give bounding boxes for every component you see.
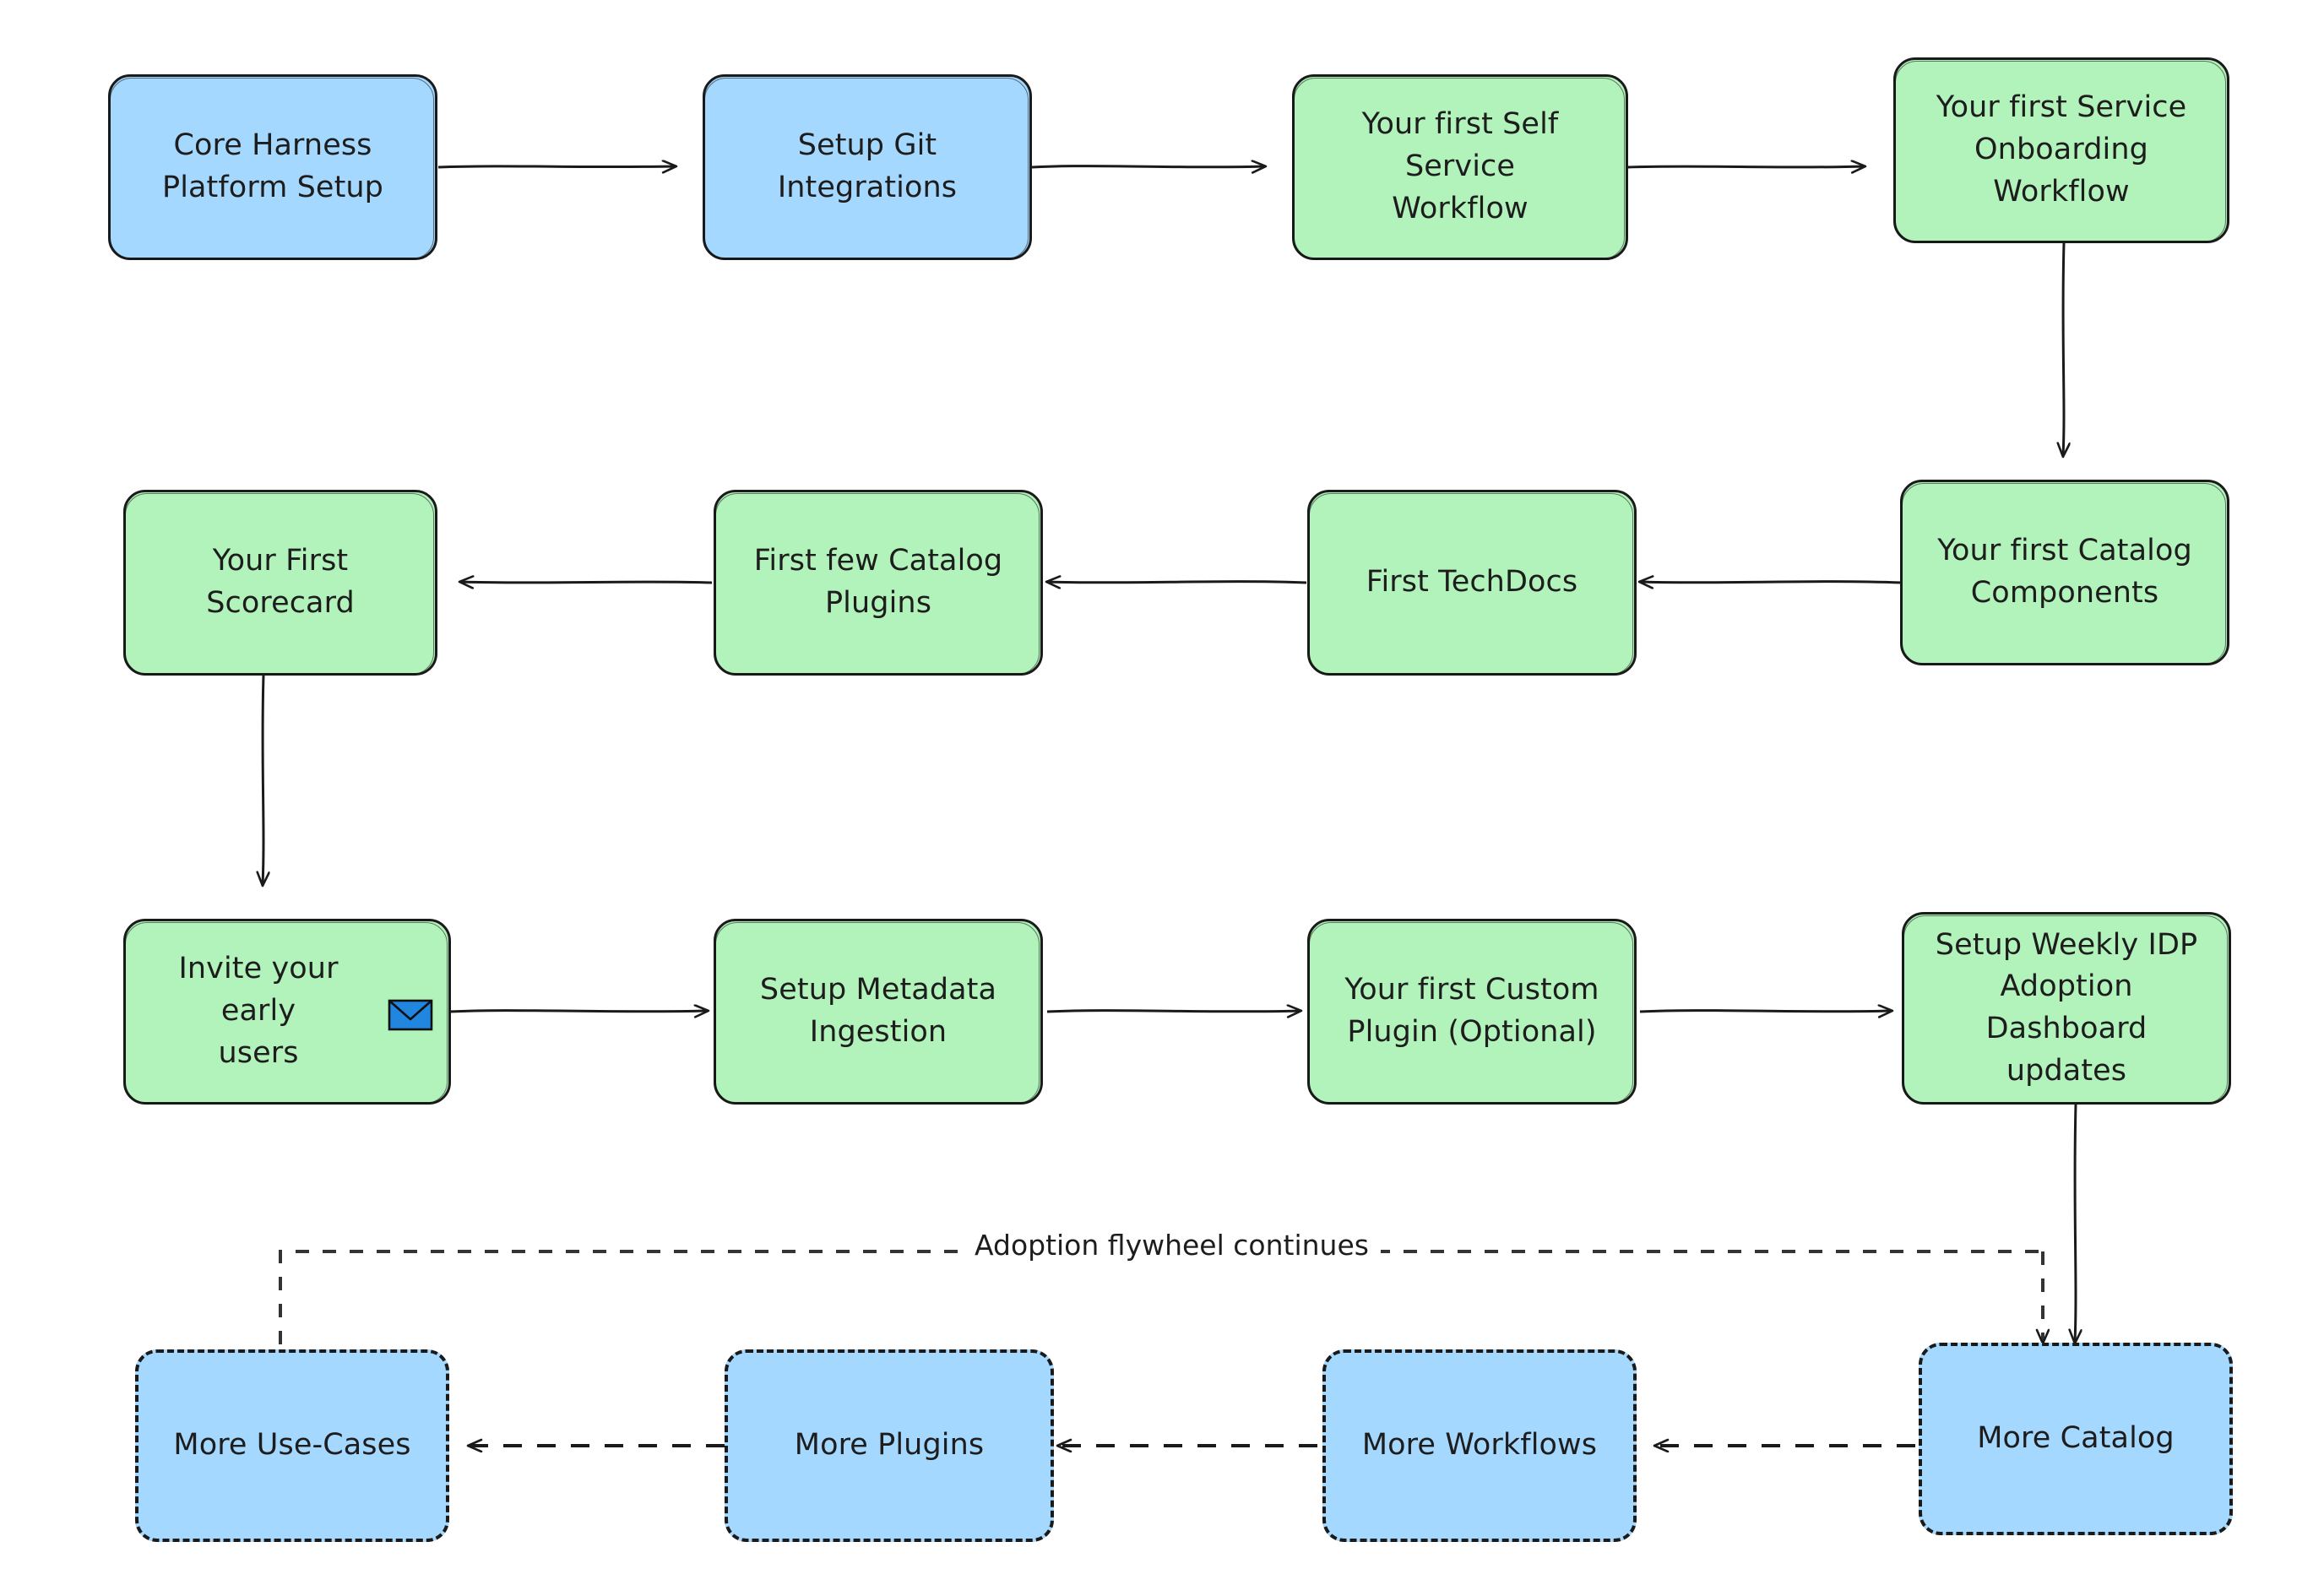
- node-first-techdocs[interactable]: First TechDocs: [1307, 490, 1637, 676]
- edge-metadata-ingestion-to-custom-plugin: [1046, 1011, 1300, 1012]
- node-your-first-custom-plugin[interactable]: Your first Custom Plugin (Optional): [1307, 919, 1637, 1105]
- node-more-workflows[interactable]: More Workflows: [1322, 1349, 1637, 1542]
- node-more-use-cases[interactable]: More Use-Cases: [135, 1349, 449, 1542]
- node-label: Your first Catalog Components: [1937, 534, 2192, 610]
- node-label: More Plugins: [794, 1428, 985, 1463]
- edge-label-adoption-flywheel: Adoption flywheel continues: [963, 1229, 1381, 1262]
- edge-onboarding-to-catalog-components: [2063, 242, 2064, 456]
- edge-core-to-git: [437, 166, 676, 167]
- envelope-icon: [388, 999, 433, 1031]
- edge-techdocs-to-catalog-plugins: [1047, 582, 1307, 583]
- node-your-first-scorecard[interactable]: Your First Scorecard: [123, 490, 437, 676]
- node-your-first-catalog-components[interactable]: Your first Catalog Components: [1900, 480, 2229, 665]
- node-more-catalog[interactable]: More Catalog: [1919, 1343, 2233, 1535]
- node-label: First few Catalog Plugins: [753, 544, 1003, 620]
- edge-invite-users-to-metadata-ingestion: [449, 1011, 708, 1012]
- edge-self-service-to-onboarding: [1626, 166, 1865, 167]
- edge-custom-plugin-to-weekly-dashboard: [1639, 1011, 1892, 1012]
- edge-catalog-components-to-techdocs: [1640, 582, 1903, 583]
- node-label: Your first Custom Plugin (Optional): [1344, 973, 1599, 1049]
- node-setup-git-integrations[interactable]: Setup Git Integrations: [703, 74, 1032, 260]
- node-label: Setup Weekly IDP Adoption Dashboard upda…: [1935, 927, 2198, 1088]
- node-label: Invite your early users: [178, 952, 339, 1070]
- node-label: More Catalog: [1977, 1421, 2175, 1456]
- node-setup-metadata-ingestion[interactable]: Setup Metadata Ingestion: [714, 919, 1043, 1105]
- node-invite-your-early-users[interactable]: Invite your early users: [123, 919, 451, 1105]
- node-core-harness-platform-setup[interactable]: Core Harness Platform Setup: [108, 74, 437, 260]
- node-label: More Use-Cases: [173, 1428, 411, 1463]
- node-your-first-service-onboarding-workflow[interactable]: Your first Service Onboarding Workflow: [1893, 57, 2229, 243]
- edge-catalog-plugins-to-scorecard: [460, 582, 713, 583]
- node-label: Your First Scorecard: [206, 544, 355, 620]
- node-setup-weekly-idp-adoption-dashboard-updates[interactable]: Setup Weekly IDP Adoption Dashboard upda…: [1902, 912, 2231, 1105]
- node-label: Your first Self Service Workflow: [1361, 107, 1559, 225]
- node-label: More Workflows: [1361, 1428, 1598, 1463]
- node-label: Your first Service Onboarding Workflow: [1936, 90, 2187, 209]
- node-your-first-self-service-workflow[interactable]: Your first Self Service Workflow: [1292, 74, 1628, 260]
- node-more-plugins[interactable]: More Plugins: [725, 1349, 1054, 1542]
- edge-git-to-self-service: [1031, 166, 1265, 167]
- node-label: Setup Git Integrations: [777, 128, 958, 204]
- node-label: Setup Metadata Ingestion: [759, 973, 997, 1049]
- node-first-few-catalog-plugins[interactable]: First few Catalog Plugins: [714, 490, 1043, 676]
- edge-weekly-dashboard-to-more-catalog: [2075, 1104, 2076, 1343]
- edge-flywheel-loop: [279, 1250, 2043, 1344]
- node-label: First TechDocs: [1366, 565, 1578, 600]
- node-label: Core Harness Platform Setup: [161, 128, 383, 204]
